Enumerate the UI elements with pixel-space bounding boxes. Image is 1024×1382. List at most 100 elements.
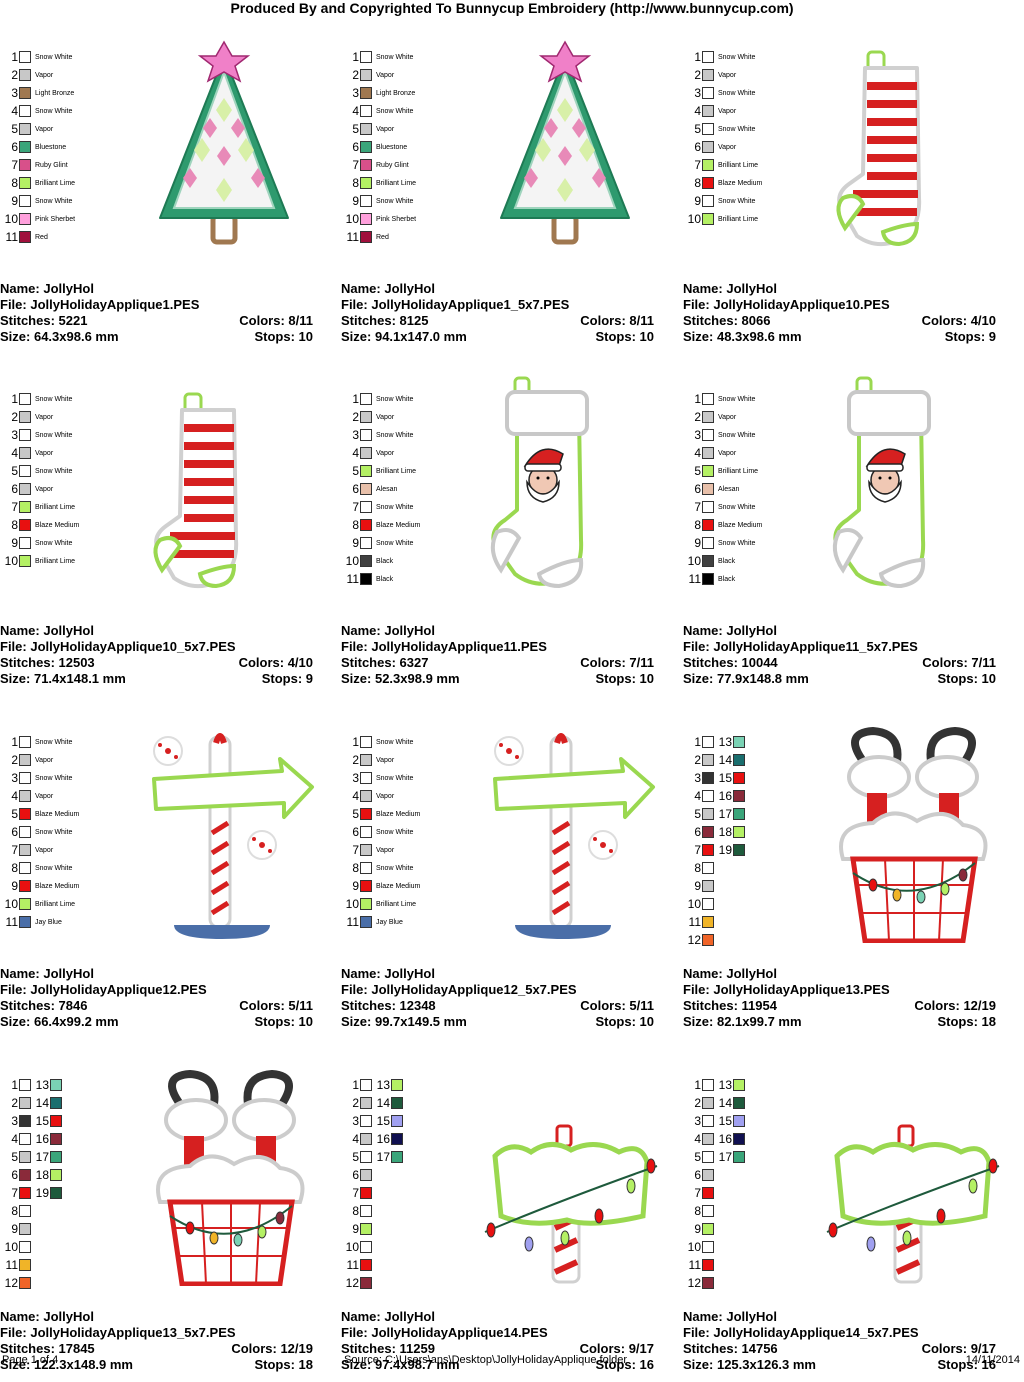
legend-number: 4 <box>352 446 359 460</box>
legend-number: 9 <box>352 194 359 208</box>
legend-number: 3 <box>11 1114 18 1128</box>
design-size: 122.3x148.9 mm <box>33 1357 133 1372</box>
stops-label: Stops: <box>937 1357 982 1372</box>
stitches-label: Stitches: <box>0 313 59 328</box>
color-swatch <box>19 1223 31 1235</box>
color-swatch <box>702 141 714 153</box>
color-swatch <box>19 69 31 81</box>
legend-number: 9 <box>11 879 18 893</box>
color-count: 12/19 <box>963 998 996 1013</box>
thread-name: Brilliant Lime <box>718 161 759 169</box>
color-swatch <box>19 159 31 171</box>
color-swatch <box>702 862 714 874</box>
color-swatch <box>19 1079 31 1091</box>
legend-row: 7 <box>687 1184 749 1202</box>
file-name: JollyHolidayApplique11_5x7.PES <box>713 639 918 654</box>
legend-number: 11 <box>688 572 701 586</box>
legend-number: 3 <box>694 428 701 442</box>
color-swatch <box>360 411 372 423</box>
thread-name: Snow White <box>35 467 73 475</box>
color-swatch <box>702 1259 714 1271</box>
thread-name: Jay Blue <box>376 918 403 926</box>
stop-count: 9 <box>988 329 996 344</box>
thread-name: Snow White <box>376 431 414 439</box>
legend-row: 10 <box>345 1238 407 1256</box>
color-swatch <box>360 537 372 549</box>
file-name: JollyHolidayApplique12_5x7.PES <box>371 982 577 997</box>
legend-number: 6 <box>694 482 701 496</box>
design-info: Name: JollyHol File: JollyHolidayAppliqu… <box>683 623 996 687</box>
color-swatch <box>360 1115 372 1127</box>
thread-name: Alesan <box>718 485 740 493</box>
color-swatch <box>702 393 714 405</box>
stops-label: Stops: <box>595 329 640 344</box>
color-swatch <box>50 1169 62 1181</box>
legend-number: 9 <box>11 1222 18 1236</box>
legend-number: 18 <box>718 825 732 839</box>
legend-row: 8 <box>4 1202 66 1220</box>
color-swatch <box>391 1151 403 1163</box>
stitches-label: Stitches: <box>0 655 59 670</box>
legend-number: 11 <box>346 572 359 586</box>
colors-label: Colors: <box>921 313 971 328</box>
color-swatch <box>19 393 31 405</box>
stitch-count: 17845 <box>58 1341 95 1356</box>
color-swatch <box>702 1079 714 1091</box>
color-swatch <box>360 213 372 225</box>
stops-label: Stops: <box>937 1014 982 1029</box>
color-swatch <box>360 862 372 874</box>
legend-number: 11 <box>5 230 18 244</box>
legend-number: 17 <box>718 1150 732 1164</box>
color-swatch <box>19 736 31 748</box>
color-swatch <box>702 1205 714 1217</box>
stop-count: 18 <box>981 1014 996 1029</box>
color-swatch <box>702 447 714 459</box>
file-label: File: <box>683 639 714 654</box>
legend-number: 3 <box>11 86 18 100</box>
stops-label: Stops: <box>254 1014 299 1029</box>
stop-count: 10 <box>639 1014 654 1029</box>
legend-number: 2 <box>352 68 359 82</box>
thread-name: Vapor <box>35 756 54 764</box>
color-swatch <box>360 790 372 802</box>
color-swatch <box>19 51 31 63</box>
legend-number: 16 <box>718 1132 732 1146</box>
legend-number: 15 <box>376 1114 390 1128</box>
legend-number: 4 <box>694 104 701 118</box>
size-label: Size: <box>341 329 375 344</box>
color-swatch <box>19 790 31 802</box>
thread-name: Vapor <box>35 71 54 79</box>
color-swatch <box>360 177 372 189</box>
color-swatch <box>360 1259 372 1271</box>
legend-number: 12 <box>687 933 701 947</box>
legend-number: 14 <box>35 1096 49 1110</box>
legend-number: 6 <box>352 482 359 496</box>
design-info: Name: JollyHol File: JollyHolidayAppliqu… <box>341 966 654 1030</box>
thread-name: Vapor <box>35 846 54 854</box>
file-name: JollyHolidayApplique14_5x7.PES <box>713 1325 919 1340</box>
legend-number: 4 <box>352 789 359 803</box>
color-count: 5/11 <box>629 998 654 1013</box>
design-info: Name: JollyHol File: JollyHolidayAppliqu… <box>341 281 654 345</box>
thread-name: Snow White <box>718 197 756 205</box>
color-swatch <box>360 123 372 135</box>
